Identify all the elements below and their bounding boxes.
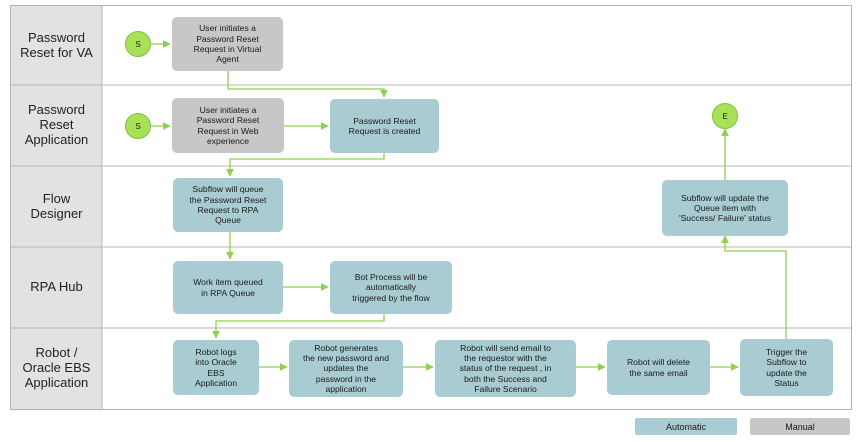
robot-send-email-step: Robot will send email to the requestor w… [435,340,576,397]
lane-header-column [11,6,102,409]
start-circle-va: S [125,31,151,57]
trigger-subflow-step: Trigger the Subflow to update the Status [740,339,833,396]
connector-trigger-to-subflow-update [721,235,787,339]
lane-label-flow-designer: Flow Designer [30,190,83,221]
lane-label-password-reset-va: Password Reset for VA [20,29,93,60]
connector-va-initiate-to-request-created [227,71,388,98]
work-item-queued-step: Work item queued in RPA Queue [173,261,283,314]
robot-generate-password-step: Robot generates the new password and upd… [289,340,403,397]
subflow-queue-step: Subflow will queue the Password Reset Re… [173,178,283,232]
connector-bot-process-to-robot-login [212,314,385,339]
request-created-step: Password Reset Request is created [330,99,439,153]
robot-delete-email-step: Robot will delete the same email [607,340,710,395]
bot-process-triggered-step: Bot Process will be automatically trigge… [330,261,452,314]
lane-label-robot-oracle-ebs: Robot / Oracle EBS Application [22,345,91,390]
web-initiate-request-step: User initiates a Password Reset Request … [172,98,284,153]
va-initiate-request-step: User initiates a Password Reset Request … [172,17,283,71]
robot-login-step: Robot logs into Oracle EBS Application [173,340,259,395]
lane-label-password-reset-application: Password Reset Application [24,102,89,147]
connector-request-created-to-subflow-queue [226,153,385,177]
legend-automatic: Automatic [635,418,737,435]
start-circle-application: S [125,113,151,139]
end-circle: E [712,103,738,129]
lane-label-rpa-hub: RPA Hub [30,279,83,295]
subflow-update-status-step: Subflow will update the Queue item with … [662,180,788,236]
legend-manual: Manual [750,418,850,435]
